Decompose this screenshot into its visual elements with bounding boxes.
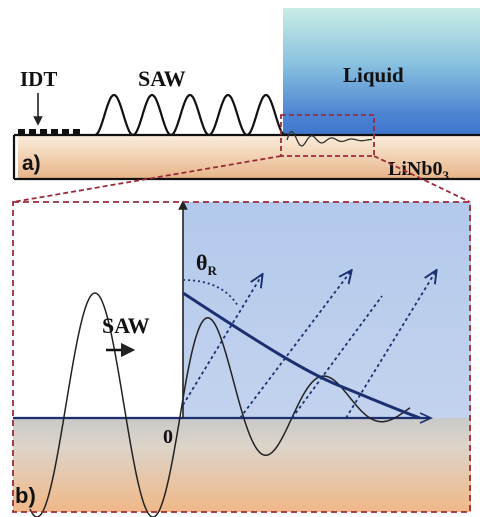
zoom-frame-b: [12, 201, 471, 513]
panel-a-label: a): [22, 152, 41, 175]
radiation-ray-4: [345, 271, 436, 419]
surface-arrow-head: [419, 412, 433, 424]
saw-wave-a: [94, 93, 288, 137]
rayleigh-angle-label: θR: [196, 250, 217, 278]
panel-b: θR SAW 0 b): [12, 200, 471, 517]
radiation-ray-3: [291, 295, 383, 419]
decay-envelope: [182, 291, 421, 420]
origin-label: 0: [163, 426, 173, 448]
liquid-region-b: [183, 202, 471, 418]
saw-label-a: SAW: [138, 66, 186, 91]
substrate-a: [18, 135, 480, 179]
attenuated-wave-a: [286, 130, 372, 147]
saw-label-b: SAW: [102, 313, 150, 338]
substrate-b: [13, 418, 471, 512]
panel-a: IDT SAW Liquid a) LiNb03: [12, 8, 480, 183]
saw-wave-b: [29, 292, 411, 517]
radiation-ray-1: [182, 275, 262, 406]
zoom-box: [280, 114, 375, 157]
idt-electrodes: [18, 129, 80, 135]
radiation-ray-2: [239, 271, 351, 419]
zoom-connector-left: [12, 155, 282, 203]
liquid-label: Liquid: [343, 63, 404, 87]
substrate-label: LiNb03: [388, 158, 449, 183]
panel-b-label: b): [15, 483, 36, 508]
zoom-connector-right: [373, 155, 471, 203]
rayleigh-angle-arc: [182, 279, 239, 307]
idt-label: IDT: [20, 67, 57, 91]
